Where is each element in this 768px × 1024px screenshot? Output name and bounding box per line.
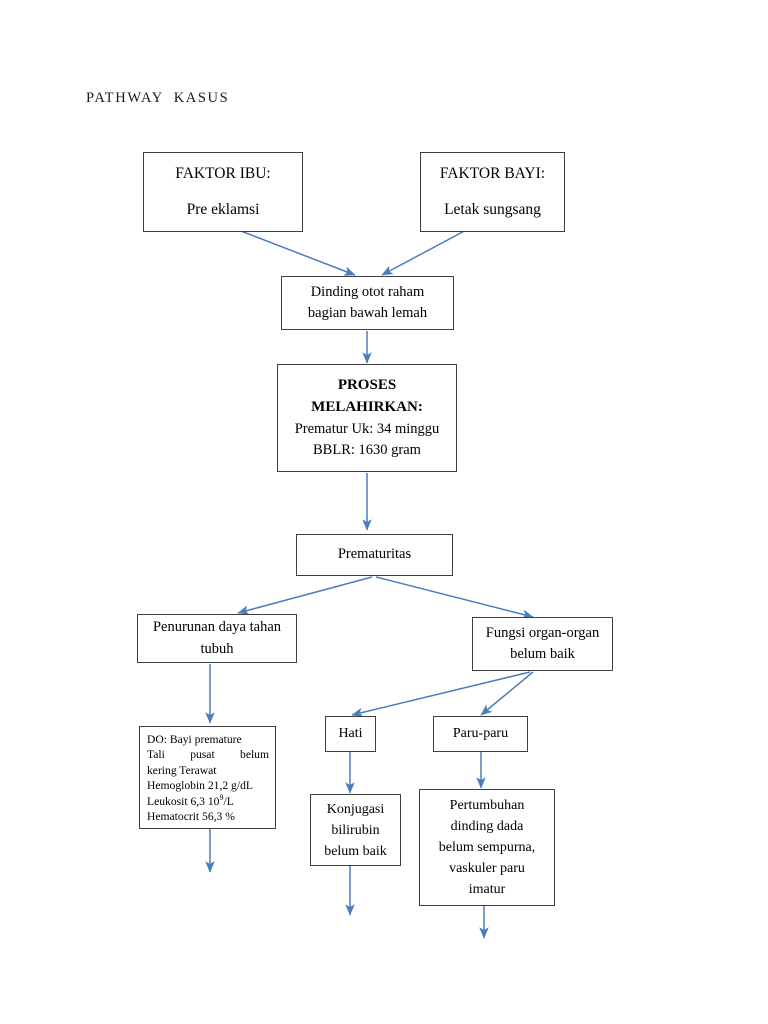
node-dinding-otot-raham[interactable]: Dinding otot raham bagian bawah lemah xyxy=(281,276,454,330)
node-prematuritas[interactable]: Prematuritas xyxy=(296,534,453,576)
faktor-bayi-line2: Letak sungsang xyxy=(444,201,541,218)
arrow-prematuritas-to-penurunan xyxy=(237,576,373,615)
arrow-faktor-bayi-to-dinding xyxy=(381,227,471,276)
konjugasi-line1: Konjugasi xyxy=(326,801,385,817)
paru-paru-line1: Paru-paru xyxy=(452,725,509,741)
faktor-ibu-line1: FAKTOR IBU: xyxy=(175,164,271,182)
node-pertumbuhan-dinding-dada[interactable]: Pertumbuhan dinding dada belum sempurna,… xyxy=(419,789,555,906)
konjugasi-line3: belum baik xyxy=(324,843,387,859)
hati-line1: Hati xyxy=(338,725,363,741)
fungsi-organ-line2: belum baik xyxy=(510,646,575,662)
proses-line1: PROSES xyxy=(337,377,397,394)
do-line4: Hemoglobin 21,2 g/dL xyxy=(147,779,253,793)
do-line5-post: /L xyxy=(223,794,234,808)
pertumbuhan-line5: imatur xyxy=(468,882,506,897)
node-hati[interactable]: Hati xyxy=(325,716,376,752)
node-faktor-ibu[interactable]: FAKTOR IBU: Pre eklamsi xyxy=(143,152,303,232)
pertumbuhan-line4: vaskuler paru xyxy=(449,861,525,876)
node-fungsi-organ[interactable]: Fungsi organ-organ belum baik xyxy=(472,617,613,671)
arrow-fungsi-to-hati xyxy=(351,671,531,718)
prematuritas-line1: Prematuritas xyxy=(337,546,412,563)
do-line2-word3: belum xyxy=(240,748,269,762)
proses-line4: BBLR: 1630 gram xyxy=(313,441,421,458)
penurunan-line1: Penurunan daya tahan xyxy=(152,619,282,636)
do-line1: DO: Bayi premature xyxy=(147,733,242,746)
do-line3: kering Terawat xyxy=(147,763,217,777)
fungsi-organ-line1: Fungsi organ-organ xyxy=(485,624,600,641)
arrow-prematuritas-to-fungsi xyxy=(375,576,534,619)
proses-line2: MELAHIRKAN: xyxy=(311,398,423,415)
arrow-fungsi-to-paru xyxy=(480,671,534,716)
dinding-otot-line2: bagian bawah lemah xyxy=(307,305,428,321)
do-line2-word1: Tali xyxy=(147,748,165,762)
faktor-ibu-line2: Pre eklamsi xyxy=(186,201,260,218)
page-title: PATHWAY KASUS xyxy=(86,90,230,106)
arrow-faktor-ibu-to-dinding xyxy=(232,227,356,276)
penurunan-line2: tubuh xyxy=(200,640,234,657)
konjugasi-line2: bilirubin xyxy=(331,822,380,838)
node-paru-paru[interactable]: Paru-paru xyxy=(433,716,528,752)
do-line5-superscript: 9 xyxy=(219,792,224,802)
proses-line3: Prematur Uk: 34 minggu xyxy=(294,420,440,437)
node-data-objektif[interactable]: DO: Bayi premature Tali pusat belum keri… xyxy=(139,726,276,829)
dinding-otot-line1: Dinding otot raham xyxy=(310,283,425,300)
do-line2: Tali pusat belum xyxy=(147,747,269,762)
pertumbuhan-line1: Pertumbuhan xyxy=(449,798,525,813)
do-line5: Leukosit 6,3 109/L xyxy=(147,792,269,809)
do-line6: Hematocrit 56,3 % xyxy=(147,810,235,824)
pertumbuhan-line2: dinding dada xyxy=(450,819,524,834)
pertumbuhan-line3: belum sempurna, xyxy=(438,840,536,855)
faktor-bayi-line1: FAKTOR BAYI: xyxy=(439,164,546,182)
node-proses-melahirkan[interactable]: PROSES MELAHIRKAN: Prematur Uk: 34 mingg… xyxy=(277,364,457,472)
node-konjugasi-bilirubin[interactable]: Konjugasi bilirubin belum baik xyxy=(310,794,401,866)
do-line5-pre: Leukosit 6,3 10 xyxy=(147,794,220,808)
node-penurunan-daya-tahan[interactable]: Penurunan daya tahan tubuh xyxy=(137,614,297,663)
do-line2-word2: pusat xyxy=(190,748,215,762)
node-faktor-bayi[interactable]: FAKTOR BAYI: Letak sungsang xyxy=(420,152,565,232)
